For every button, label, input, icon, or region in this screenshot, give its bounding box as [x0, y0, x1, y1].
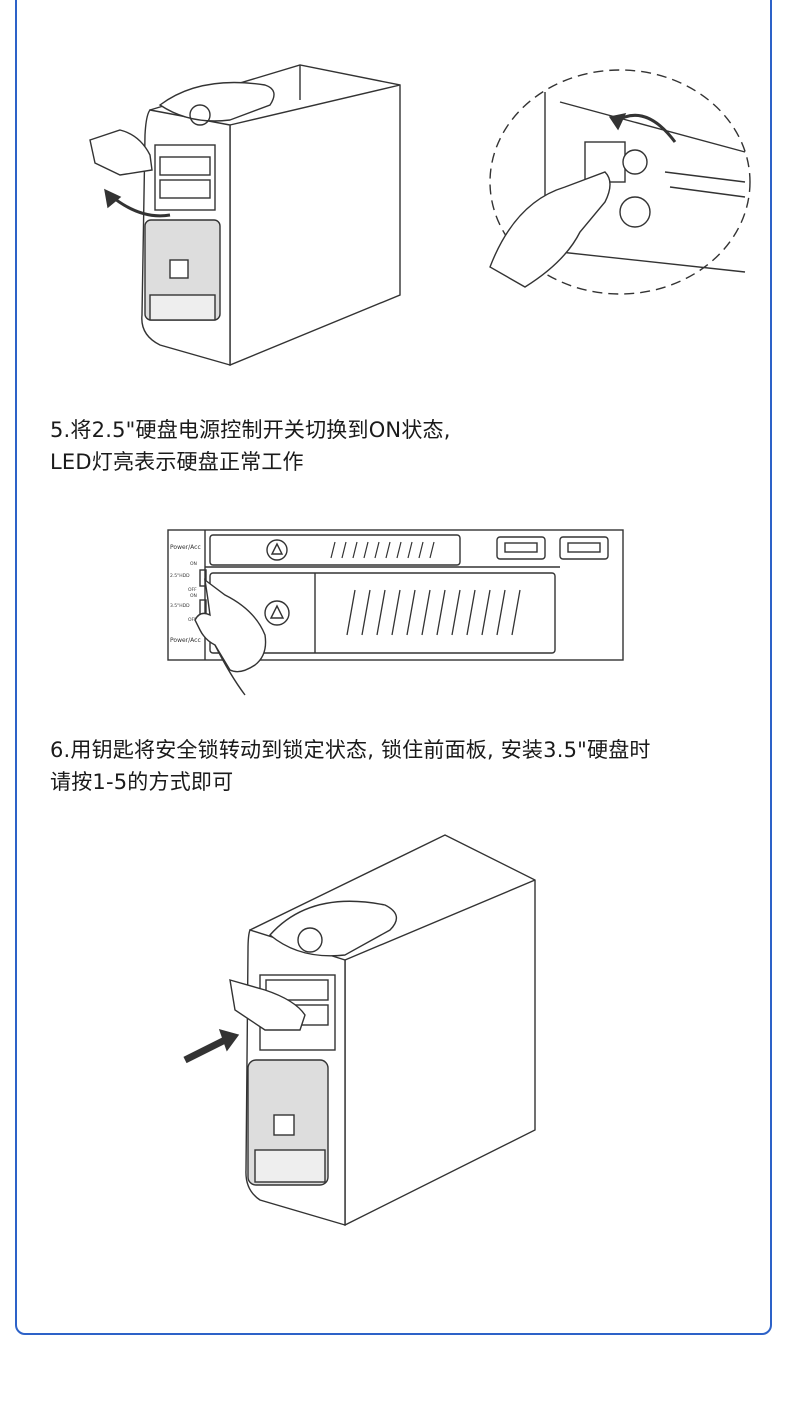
on-top-label: ON: [190, 561, 197, 567]
step-6-text: 6.用钥匙将安全锁转动到锁定状态, 锁住前面板, 安装3.5"硬盘时 请按1-5…: [50, 734, 651, 798]
on-bottom-label: ON: [190, 593, 197, 599]
off-bottom-label: OFF: [188, 617, 197, 623]
step-6-line-2: 请按1-5的方式即可: [50, 770, 234, 794]
step-5-line-2: LED灯亮表示硬盘正常工作: [50, 450, 304, 474]
tower-open-panel-illustration: [80, 45, 420, 375]
key-lock-zoom-illustration: [485, 62, 755, 302]
tower-lock-illustration: [180, 830, 540, 1230]
step-6-line-1: 6.用钥匙将安全锁转动到锁定状态, 锁住前面板, 安装3.5"硬盘时: [50, 738, 651, 762]
step-5-line-1: 5.将2.5"硬盘电源控制开关切换到ON状态,: [50, 418, 451, 442]
hdd-35-label: 3.5"HDD: [170, 603, 190, 609]
hdd-25-label: 2.5"HDD: [170, 573, 190, 579]
front-panel-switch-illustration: Power/Acc 2.5"HDD ON OFF 3.5"HDD ON OFF …: [160, 525, 630, 700]
power-acc-top-label: Power/Acc: [170, 544, 201, 551]
step-5-text: 5.将2.5"硬盘电源控制开关切换到ON状态, LED灯亮表示硬盘正常工作: [50, 414, 451, 478]
off-top-label: OFF: [188, 587, 197, 593]
power-acc-bottom-label: Power/Acc: [170, 637, 201, 644]
